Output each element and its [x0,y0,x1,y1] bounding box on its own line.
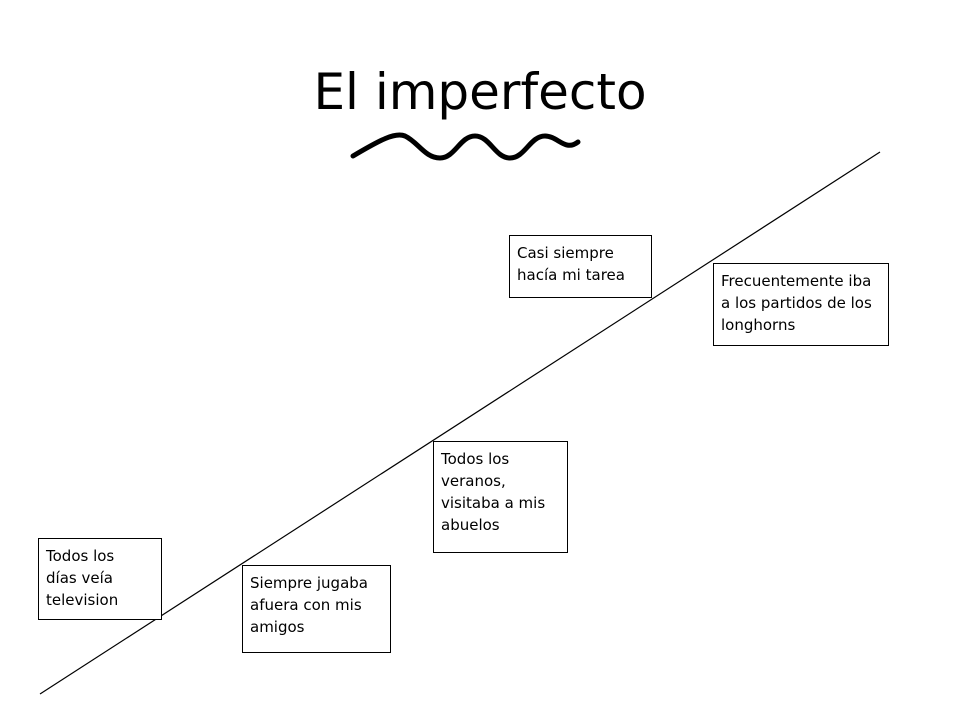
note-frecuentemente: Frecuentemente iba a los partidos de los… [713,263,889,346]
note-casi-siempre: Casi siempre hacía mi tarea [509,235,652,298]
timeline-line [39,151,881,695]
note-todos-los-veranos: Todos los veranos, visitaba a mis abuelo… [433,441,568,553]
page-title: El imperfecto [313,63,647,121]
note-siempre-jugaba: Siempre jugaba afuera con mis amigos [242,565,391,653]
note-todos-los-dias: Todos los días veía television [38,538,162,620]
wavy-squiggle [350,132,581,161]
